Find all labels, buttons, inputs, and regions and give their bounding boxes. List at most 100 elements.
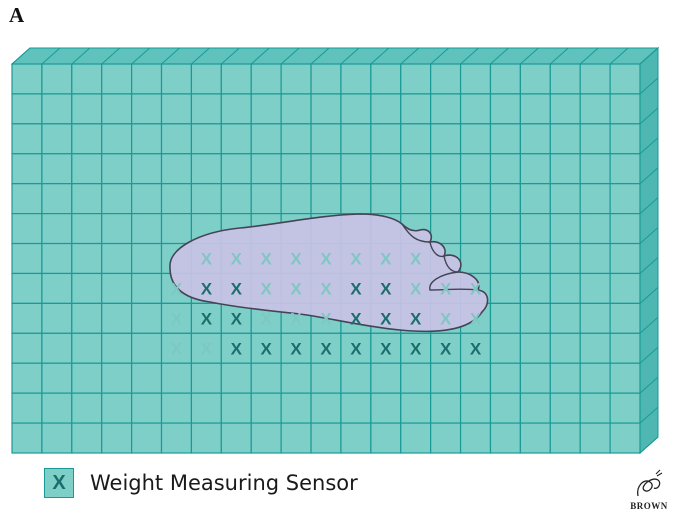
top-edge-line [520, 47, 539, 65]
mat-tile [101, 422, 133, 454]
mat-tile [131, 272, 163, 304]
mat-tile [459, 123, 492, 155]
sensor-mark: X [320, 309, 332, 328]
sensor-mark: X [201, 309, 213, 328]
mat-tile [250, 153, 282, 185]
mat-tile-grid [11, 63, 641, 454]
top-edge-line [250, 47, 270, 65]
mat-tile [430, 362, 462, 394]
mat-tile [11, 422, 43, 454]
mat-tile [579, 63, 611, 95]
mat-tile [519, 153, 551, 185]
sensor-mark: X [350, 250, 362, 269]
brown-signature-logo: BROWN [626, 468, 672, 512]
mat-tile [519, 242, 551, 275]
mat-tile [101, 123, 133, 155]
mat-tile [400, 183, 432, 215]
mat-tile [400, 392, 432, 424]
top-edge-line [71, 47, 91, 65]
mat-tile [160, 63, 193, 95]
mat-tile [459, 242, 492, 275]
sensor-mark: X [440, 279, 452, 298]
mat-tile [280, 123, 312, 155]
mat-tile [459, 422, 492, 454]
mat-tile [579, 93, 611, 125]
mat-tile [370, 123, 402, 155]
mat-tile [340, 93, 372, 125]
mat-tile [190, 63, 222, 95]
mat-tile [131, 392, 163, 424]
mat-tile [131, 242, 163, 275]
sensor-mark: X [261, 279, 273, 298]
mat-tile [101, 272, 133, 304]
mat-tile [609, 93, 641, 125]
mat-tile [489, 272, 521, 304]
sensor-mark: X [410, 309, 422, 328]
mat-tile [131, 93, 163, 125]
mat-tile [41, 272, 73, 304]
mat-tile [430, 422, 462, 454]
mat-tile [609, 63, 641, 95]
sensor-mark: X [410, 250, 422, 269]
mat-tile [370, 392, 402, 424]
mat-tile [41, 422, 73, 454]
sensor-mark: X [261, 339, 273, 358]
mat-tile [71, 123, 103, 155]
mat-tile [280, 362, 312, 394]
mat-tile [71, 153, 103, 185]
sensor-mark: X [470, 309, 482, 328]
mat-tile [41, 302, 73, 334]
mat-tile [310, 392, 342, 424]
mat-tile [250, 422, 282, 454]
mat-tile [519, 392, 551, 424]
signature-icon [637, 469, 663, 497]
mat-tile [310, 332, 342, 364]
mat-tile [160, 302, 193, 334]
mat-tile [190, 153, 222, 185]
mat-tile [71, 93, 103, 125]
sensor-mark: X [171, 309, 183, 328]
mat-tile [131, 302, 163, 334]
mat-tile [519, 213, 551, 245]
mat-tile [519, 332, 551, 364]
sensor-mark: X [320, 250, 332, 269]
side-edge-line [639, 137, 659, 155]
mat-tile [11, 302, 43, 334]
mat-tile [489, 153, 521, 185]
mat-tile [609, 332, 641, 364]
mat-tile [131, 422, 163, 454]
side-edge-line [639, 406, 659, 424]
side-edge-line [639, 346, 659, 364]
mat-tile [579, 332, 611, 364]
sensor-mark: X [171, 279, 183, 298]
mat-tile [609, 302, 641, 334]
mat-tile [101, 153, 133, 185]
side-edge-line [639, 227, 659, 244]
mat-tile [160, 153, 193, 185]
mat-tile [579, 272, 611, 304]
mat-tile [370, 153, 402, 185]
mat-tile [489, 93, 521, 125]
mat-tile [280, 63, 312, 95]
top-edge-line [191, 47, 210, 65]
mat-tile [160, 392, 193, 424]
mat-tile [280, 153, 312, 185]
mat-side-surface [639, 46, 659, 455]
mat-tile [370, 422, 402, 454]
mat-tile [190, 93, 222, 125]
mat-tile [131, 123, 163, 155]
mat-tile [310, 183, 342, 215]
mat-tile [370, 93, 402, 125]
sensor-mark: X [350, 339, 362, 358]
top-edge-line [549, 47, 569, 65]
side-edge-line [639, 257, 659, 274]
mat-tile [101, 332, 133, 364]
mat-tile [310, 93, 342, 125]
mat-tile [549, 332, 581, 364]
mat-tile [430, 153, 462, 185]
mat-tile [71, 242, 103, 275]
mat-tile [11, 123, 43, 155]
mat-tile [370, 183, 402, 215]
mat-tile [190, 123, 222, 155]
mat-tile [280, 93, 312, 125]
